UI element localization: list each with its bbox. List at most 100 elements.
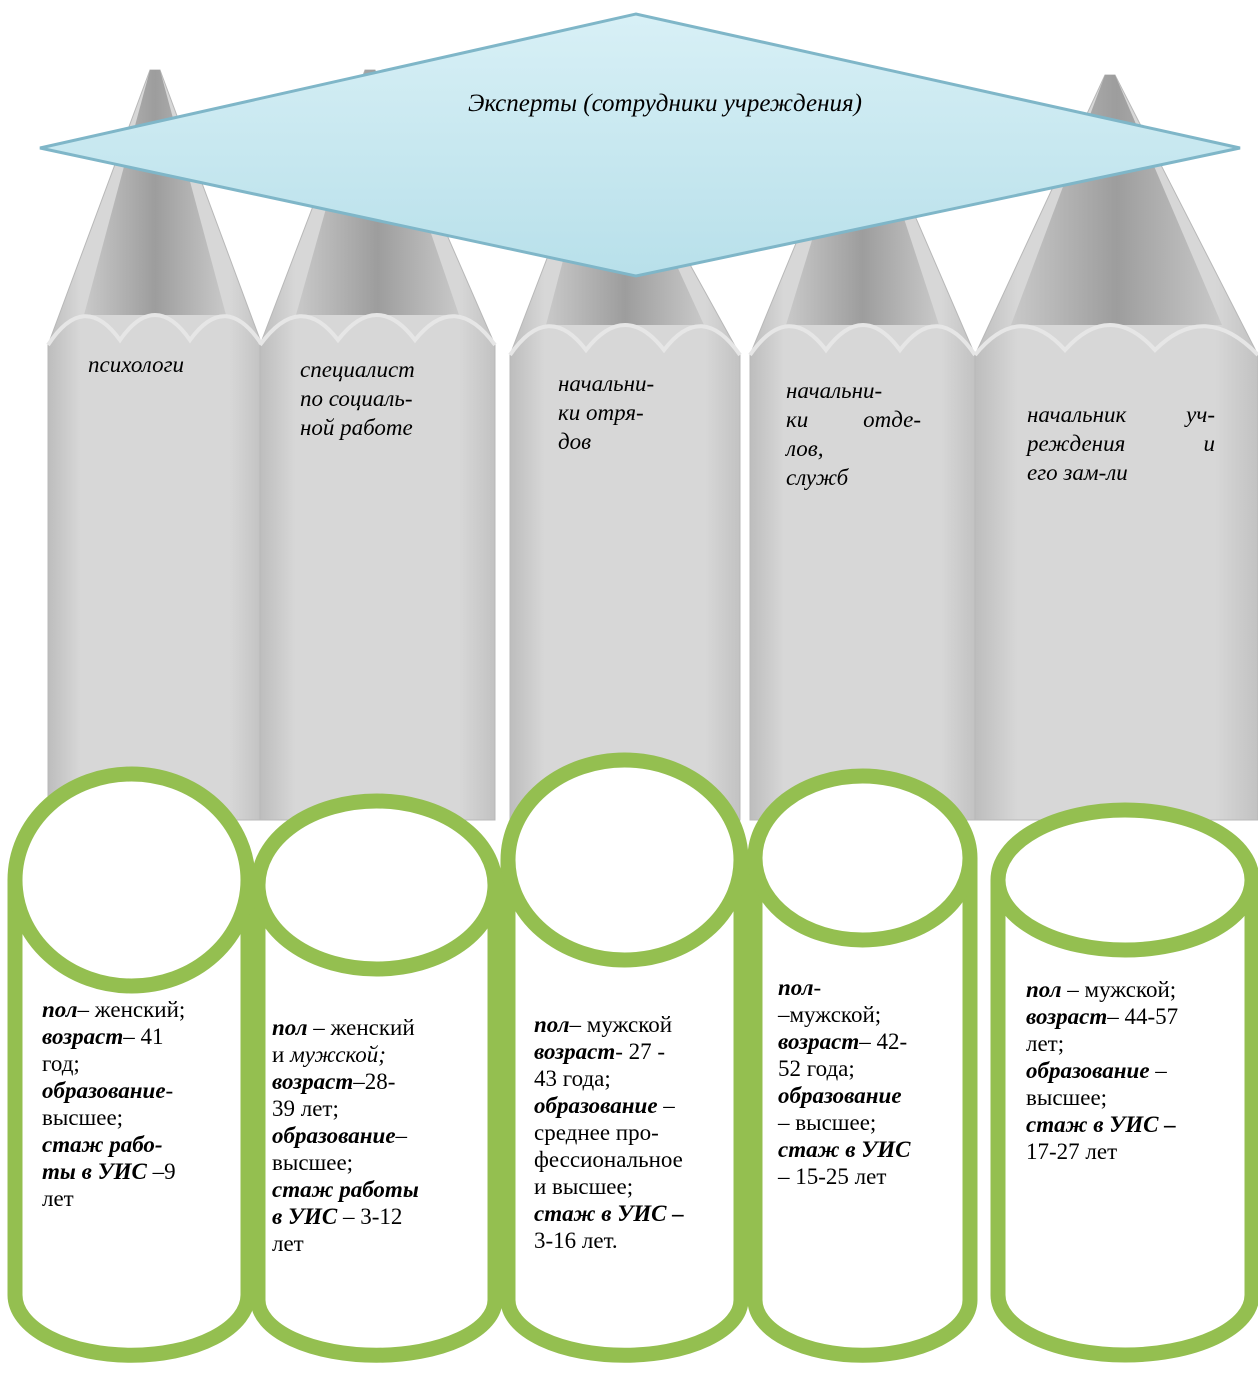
card-line: образование – (1026, 1057, 1241, 1084)
card-line: высшее; (42, 1104, 237, 1131)
card-line: лет; (1026, 1030, 1241, 1057)
card-field-value: высшее; (42, 1105, 124, 1130)
card-field-label: образование (1026, 1058, 1150, 1083)
card-line: лет (272, 1230, 487, 1257)
role-label-psychologists: психологи (88, 352, 185, 377)
card-line: год; (42, 1050, 237, 1077)
card-field-value: – высшее; (778, 1110, 877, 1135)
card-field-label: образование (778, 1083, 902, 1108)
card-line: пол- (778, 974, 963, 1001)
card-field-label: в УИС (272, 1204, 338, 1229)
card-field-label: образование (272, 1123, 396, 1148)
card-line: образование – (534, 1092, 734, 1119)
card-field-value: высшее; (272, 1150, 354, 1175)
card-line: высшее; (272, 1149, 487, 1176)
card-line: – высшее; (778, 1109, 963, 1136)
card-field-label: возраст (534, 1039, 616, 1064)
cylinder-1 (7, 766, 256, 1363)
role-label-department-heads: начальни- ки отде- лов, служб (786, 378, 921, 490)
card-field-value: и (272, 1042, 291, 1067)
card-line: возраст– 44-57 (1026, 1003, 1241, 1030)
card-line: – 15-25 лет (778, 1163, 963, 1190)
card-field-value: – (657, 1093, 675, 1118)
card-field-label: стаж работы (272, 1177, 419, 1202)
card-line: среднее про- (534, 1119, 734, 1146)
card-line: возраст–28- (272, 1068, 487, 1095)
card-line: фессиональное (534, 1146, 734, 1173)
card-line: возраст- 27 - (534, 1038, 734, 1065)
card-field-value: – 15-25 лет (778, 1164, 887, 1189)
card-field-label: образование (42, 1078, 166, 1103)
role-label-social-worker: специалист по социаль- ной работе (300, 357, 415, 440)
diagram-title: Эксперты (сотрудники учреждения) (468, 90, 862, 117)
card-field-value: 39 лет; (272, 1096, 339, 1121)
card-field-value: и высшее; (534, 1174, 634, 1199)
card-line: и мужской; (272, 1041, 487, 1068)
card-field-label: возраст (272, 1069, 354, 1094)
card-line: стаж в УИС – (534, 1200, 734, 1227)
experts-diamond (39, 12, 1241, 278)
card-field-value: лет (42, 1186, 74, 1211)
card-line: возраст– 42- (778, 1028, 963, 1055)
role-label-institution-head: начальник уч- реждения и его зам-ли (1027, 402, 1215, 485)
card-field-value: - (165, 1078, 174, 1103)
card-department-heads: пол-–мужской;возраст– 42-52 года;образов… (778, 974, 963, 1190)
card-field-value: - (813, 975, 822, 1000)
cylinder-4 (747, 768, 978, 1363)
card-field-label: стаж в УИС – (1026, 1112, 1176, 1137)
card-field-value: – 41 (123, 1024, 164, 1049)
pencil-1 (46, 69, 264, 821)
card-line: в УИС – 3-12 (272, 1203, 487, 1230)
card-field-label: пол (1026, 977, 1062, 1002)
card-line: стаж в УИС – (1026, 1111, 1241, 1138)
card-field-label: стаж рабо- (42, 1132, 163, 1157)
card-line: 17-27 лет (1026, 1138, 1241, 1165)
cylinder-3 (500, 752, 749, 1363)
card-field-value: год; (42, 1051, 80, 1076)
card-field-value: мужской; (290, 1042, 386, 1067)
card-line: пол– женский; (42, 996, 237, 1023)
card-field-value: – женский; (77, 997, 186, 1022)
card-field-value: – 44-57 (1107, 1004, 1179, 1029)
card-field-value: –9 (146, 1159, 176, 1184)
card-line: образование- (42, 1077, 237, 1104)
card-line: стаж рабо- (42, 1131, 237, 1158)
card-field-label: пол (42, 997, 78, 1022)
card-field-label: стаж в УИС (778, 1137, 911, 1162)
card-field-label: пол (534, 1012, 570, 1037)
card-field-label: пол (778, 975, 814, 1000)
card-field-value: – 42- (859, 1029, 908, 1054)
card-line: 43 года; (534, 1065, 734, 1092)
card-field-value: – женский (307, 1015, 415, 1040)
card-field-value: 52 года; (778, 1056, 855, 1081)
cylinder-2 (250, 793, 503, 1363)
role-label-unit-heads: начальни- ки отря- дов (558, 371, 655, 454)
card-field-label: возраст (1026, 1004, 1108, 1029)
cylinder-5 (990, 802, 1258, 1363)
card-field-value: 3-16 лет. (534, 1228, 618, 1253)
card-field-value: – 3-12 (337, 1204, 403, 1229)
card-line: 3-16 лет. (534, 1227, 734, 1254)
card-field-label: пол (272, 1015, 308, 1040)
card-line: образование (778, 1082, 963, 1109)
card-field-label: образование (534, 1093, 658, 1118)
card-line: возраст– 41 (42, 1023, 237, 1050)
card-line: лет (42, 1185, 237, 1212)
card-field-value: –28- (353, 1069, 396, 1094)
card-field-value: лет (272, 1231, 304, 1256)
card-line: ты в УИС –9 (42, 1158, 237, 1185)
card-field-label: возраст (42, 1024, 124, 1049)
card-field-value: – (1149, 1058, 1167, 1083)
card-field-value: –мужской; (778, 1002, 882, 1027)
card-line: пол – женский (272, 1014, 487, 1041)
card-field-value: – (395, 1123, 408, 1148)
card-field-value: 17-27 лет (1026, 1139, 1118, 1164)
card-field-value: - 27 - (615, 1039, 666, 1064)
card-field-value: – мужской (569, 1012, 673, 1037)
card-field-value: 43 года; (534, 1066, 611, 1091)
card-field-label: ты в УИС (42, 1159, 147, 1184)
